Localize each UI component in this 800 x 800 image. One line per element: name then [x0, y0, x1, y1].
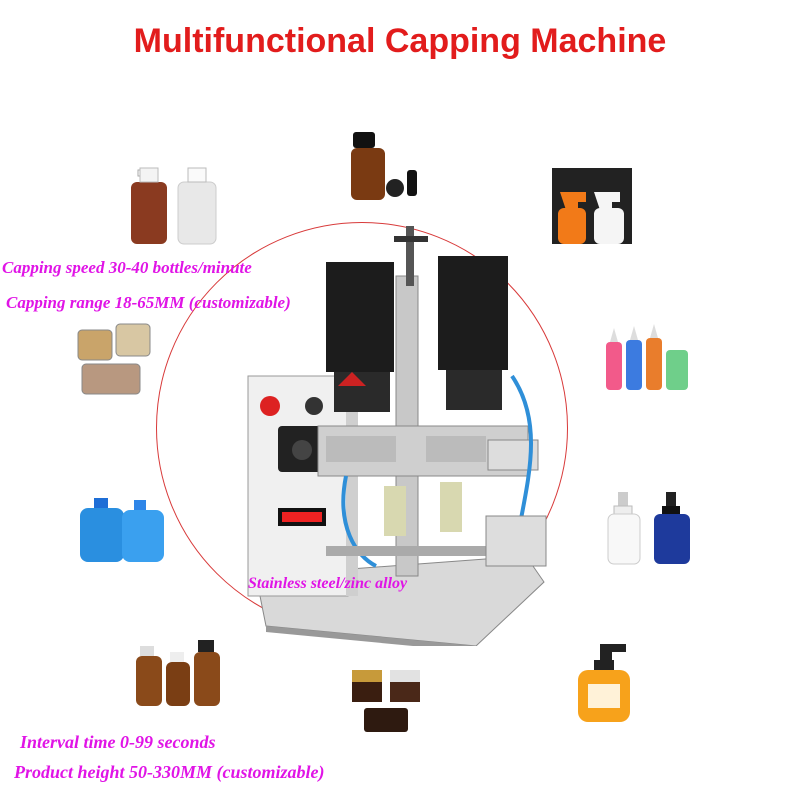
- capping-machine-image: [247, 226, 547, 646]
- material-spec: Stainless steel/zinc alloy: [248, 575, 408, 592]
- page-title: Multifunctional Capping Machine: [133, 22, 667, 60]
- amber-dropper-bottles-image: [351, 132, 417, 200]
- detergent-bottles-image: [80, 498, 164, 562]
- amber-flip-cap-bottles-image: [136, 640, 220, 706]
- glass-jars-image: [77, 323, 151, 395]
- mist-spray-bottles-image: [607, 492, 690, 565]
- spray-bottles-image: [552, 168, 632, 244]
- product-height-spec: Product height 50-330MM (customizable): [14, 762, 325, 782]
- dropper-bottles-image: [606, 324, 688, 390]
- cosmetic-jars-image: [352, 670, 420, 732]
- capping-speed-spec: Capping speed 30-40 bottles/minute: [2, 258, 252, 277]
- pump-soap-bottle-image: [578, 644, 630, 722]
- pet-bottles-image: [131, 167, 217, 245]
- interval-time-spec: Interval time 0-99 seconds: [20, 732, 216, 752]
- capping-range-spec: Capping range 18-65MM (customizable): [6, 293, 291, 312]
